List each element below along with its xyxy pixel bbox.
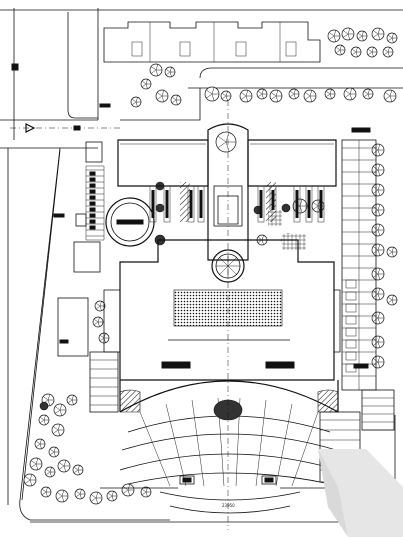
main-building-north [117, 123, 337, 261]
west-parking [57, 141, 105, 357]
circular-plaza-west [105, 197, 155, 247]
tree-symbol [281, 203, 291, 213]
top-housing [103, 21, 321, 63]
main-building-body [103, 239, 341, 381]
axis-lines [10, 100, 229, 530]
markers [11, 63, 371, 369]
entrance-plaza [119, 380, 339, 487]
courtyard-hatching [180, 182, 306, 250]
dimension-label: 23950 [222, 503, 235, 508]
road-lines [0, 8, 403, 537]
east-parking [89, 139, 395, 483]
courtyard [149, 185, 325, 223]
tree-symbol [39, 401, 49, 411]
trees [23, 27, 398, 505]
tree-symbol [155, 203, 165, 213]
